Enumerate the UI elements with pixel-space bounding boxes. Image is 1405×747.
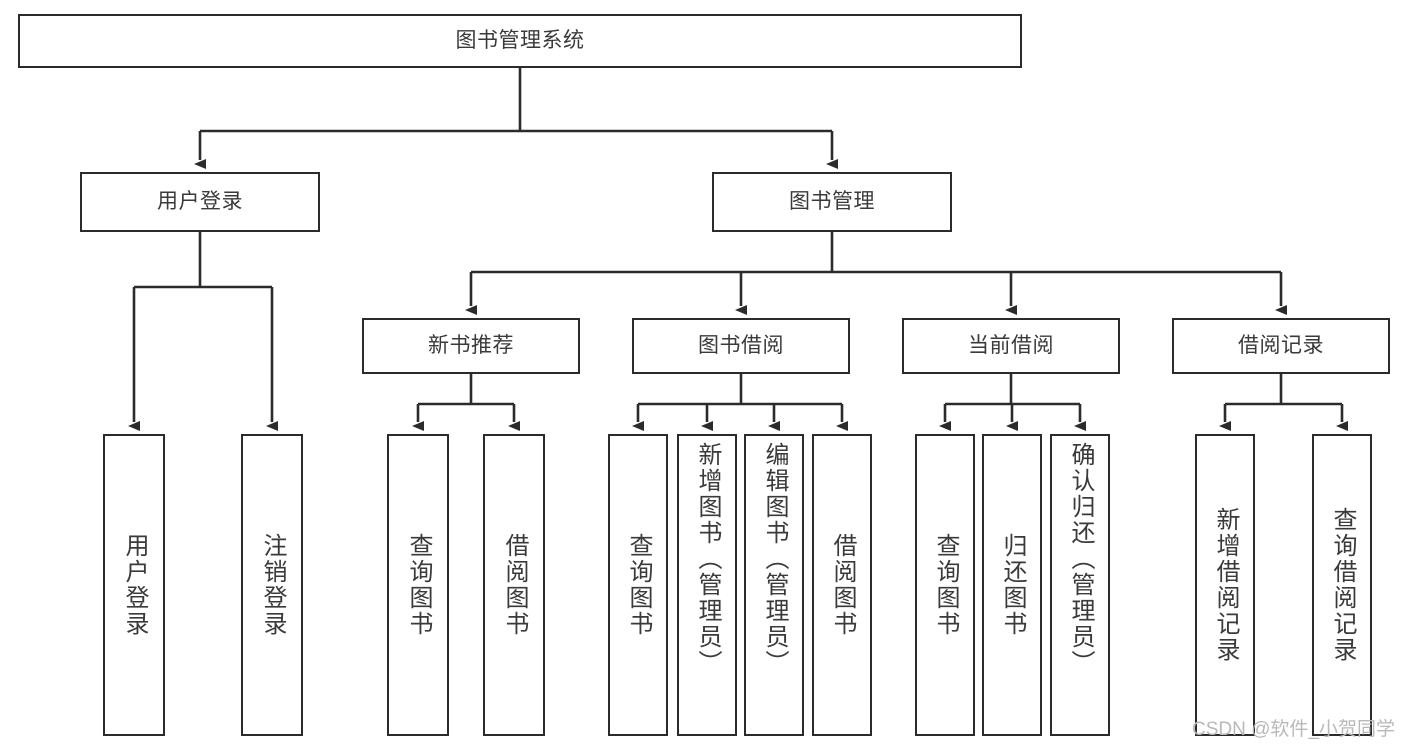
node-borrow-records[interactable]: 借阅记录 bbox=[1172, 318, 1390, 374]
leaf-node-label: 确认归还（管理员） bbox=[1067, 442, 1094, 676]
leaf-node-label: 新增借阅记录 bbox=[1212, 507, 1239, 663]
leaf-node[interactable]: 新增借阅记录 bbox=[1195, 434, 1255, 736]
node-book-management[interactable]: 图书管理 bbox=[712, 172, 952, 232]
leaf-node[interactable]: 借阅图书 bbox=[812, 434, 872, 736]
leaf-node-label: 借阅图书 bbox=[829, 533, 856, 637]
leaf-node-label: 查询图书 bbox=[625, 533, 652, 637]
node-root[interactable]: 图书管理系统 bbox=[18, 14, 1022, 68]
leaf-node-label: 新增图书（管理员） bbox=[694, 442, 721, 676]
node-user-login-label: 用户登录 bbox=[157, 189, 243, 213]
leaf-node[interactable]: 查询图书 bbox=[387, 434, 449, 736]
leaf-node[interactable]: 编辑图书（管理员） bbox=[744, 434, 804, 736]
leaf-node-label: 借阅图书 bbox=[501, 533, 528, 637]
leaf-node-label: 归还图书 bbox=[999, 533, 1026, 637]
node-current-borrow-label: 当前借阅 bbox=[968, 333, 1054, 357]
leaf-node-label: 查询图书 bbox=[405, 533, 432, 637]
leaf-node[interactable]: 用户登录 bbox=[103, 434, 165, 736]
leaf-node-label: 查询借阅记录 bbox=[1329, 507, 1356, 663]
node-book-borrow[interactable]: 图书借阅 bbox=[632, 318, 850, 374]
leaf-node[interactable]: 归还图书 bbox=[982, 434, 1042, 736]
leaf-node[interactable]: 确认归还（管理员） bbox=[1050, 434, 1110, 736]
leaf-node[interactable]: 借阅图书 bbox=[483, 434, 545, 736]
leaf-node[interactable]: 注销登录 bbox=[241, 434, 303, 736]
node-book-borrow-label: 图书借阅 bbox=[698, 333, 784, 357]
node-user-login[interactable]: 用户登录 bbox=[80, 172, 320, 232]
node-root-label: 图书管理系统 bbox=[455, 28, 585, 52]
node-current-borrow[interactable]: 当前借阅 bbox=[902, 318, 1120, 374]
leaf-node-label: 编辑图书（管理员） bbox=[761, 442, 788, 676]
leaf-node[interactable]: 新增图书（管理员） bbox=[677, 434, 737, 736]
leaf-node-label: 查询图书 bbox=[932, 533, 959, 637]
node-book-management-label: 图书管理 bbox=[789, 189, 875, 213]
node-new-book-recommendation-label: 新书推荐 bbox=[428, 333, 514, 357]
leaf-node-label: 用户登录 bbox=[121, 533, 148, 637]
leaf-node[interactable]: 查询图书 bbox=[608, 434, 668, 736]
node-borrow-records-label: 借阅记录 bbox=[1238, 333, 1324, 357]
node-new-book-recommendation[interactable]: 新书推荐 bbox=[362, 318, 580, 374]
leaf-node[interactable]: 查询图书 bbox=[915, 434, 975, 736]
leaf-node-label: 注销登录 bbox=[259, 533, 286, 637]
leaf-node[interactable]: 查询借阅记录 bbox=[1312, 434, 1372, 736]
csdn-watermark: CSDN @软件_小贺同学 bbox=[1192, 719, 1395, 740]
